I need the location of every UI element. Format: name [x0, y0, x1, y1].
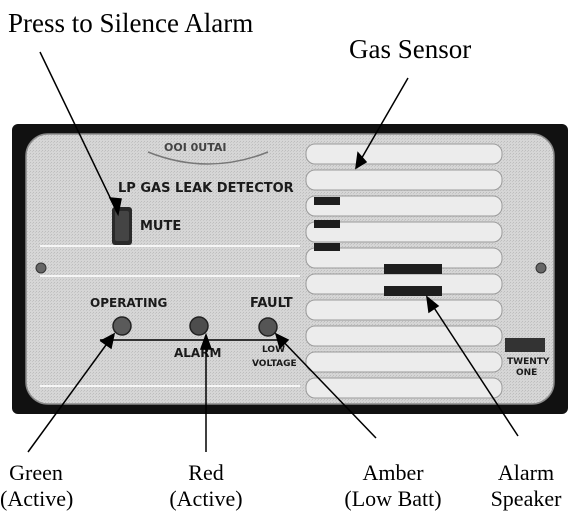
amber-callout-line — [275, 333, 377, 439]
speaker-callout: Alarm Speaker — [478, 460, 574, 513]
red-led-callout: Red (Active) — [148, 460, 264, 513]
operating-label: OPERATING — [90, 296, 167, 310]
vent-grille — [305, 143, 503, 399]
red-led — [189, 316, 209, 336]
gas-sensor-label: Gas Sensor — [349, 34, 472, 64]
logo-text: OOI 0UTAI — [164, 141, 226, 154]
green-callout-line — [27, 333, 115, 453]
press-to-silence-label: Press to Silence Alarm — [8, 8, 254, 38]
speaker-slot — [384, 264, 442, 274]
device-title: LP GAS LEAK DETECTOR — [118, 181, 294, 196]
green-callout-line2: (Active) — [0, 486, 74, 512]
mute-label: MUTE — [140, 219, 181, 234]
brand-line1: TWENTY — [507, 357, 550, 367]
voltage-label: VOLTAGE — [252, 359, 297, 369]
mute-callout-line — [39, 51, 119, 215]
sensor-slot — [314, 197, 340, 205]
sensor-callout-line — [355, 77, 409, 169]
faceplate-seams — [40, 245, 300, 387]
amber-callout-line2: (Low Batt) — [344, 486, 442, 512]
low-label: LOW — [262, 345, 285, 355]
sensor-slot — [314, 243, 340, 251]
speaker-slot — [384, 286, 442, 296]
left-screw-icon — [35, 262, 47, 274]
sensor-slot — [314, 220, 340, 228]
speaker-callout-line2: Speaker — [490, 486, 562, 512]
green-callout-line1: Green — [9, 460, 63, 485]
brand-line2: ONE — [516, 368, 537, 378]
amber-callout-line1: Amber — [362, 460, 424, 485]
red-callout-line1: Red — [188, 460, 224, 485]
fault-label: FAULT — [250, 296, 293, 311]
green-led-callout: Green (Active) — [0, 460, 74, 513]
speaker-callout-line — [426, 296, 519, 437]
amber-led-callout: Amber (Low Batt) — [330, 460, 456, 513]
brand-badge — [505, 338, 545, 352]
callout-lines — [27, 51, 519, 453]
red-callout-line2: (Active) — [169, 486, 243, 512]
speaker-callout-line1: Alarm — [497, 460, 555, 485]
amber-led — [258, 317, 278, 337]
logo-arc — [147, 151, 269, 165]
green-led — [112, 316, 132, 336]
right-screw-icon — [535, 262, 547, 274]
alarm-label: ALARM — [174, 346, 221, 360]
